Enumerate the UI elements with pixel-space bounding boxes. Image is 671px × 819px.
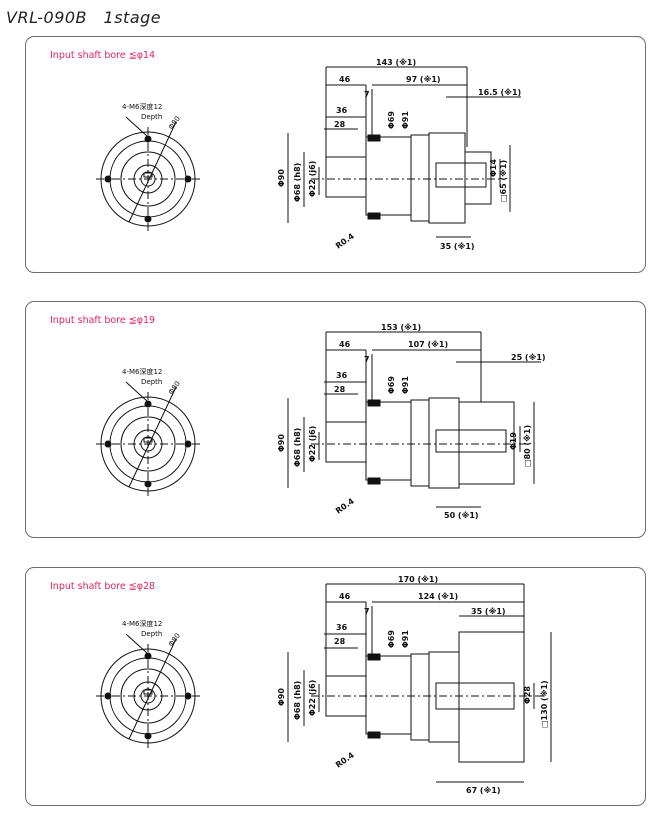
dim-97: 97 (※1) xyxy=(406,74,441,84)
dim-46: 46 xyxy=(339,75,351,84)
depth-label: Depth xyxy=(141,378,162,386)
depth-label: Depth xyxy=(141,630,162,638)
dim-radius: R0.4 xyxy=(334,750,356,769)
pcd-label: Φ80 xyxy=(167,115,182,131)
dim-square: □130 (※1) xyxy=(539,680,549,728)
dim-phi69: Φ69 xyxy=(387,376,396,394)
dim-phi22: Φ22 (j6) xyxy=(308,426,317,462)
dim-phi-bore: Φ19 xyxy=(509,432,518,450)
pcd-label: Φ80 xyxy=(167,632,182,648)
dim-total-length: 153 (※1) xyxy=(381,322,421,332)
dim-phi68: Φ68 (h8) xyxy=(293,428,302,467)
dim-28: 28 xyxy=(334,385,346,394)
dim-phi22: Φ22 (j6) xyxy=(308,161,317,197)
flange-side-view xyxy=(96,116,202,232)
drawing-panel-bore-19: Input shaft bore ≦φ19 xyxy=(25,301,646,538)
dim-square: □65 (※1) xyxy=(498,160,508,202)
panel-label: Input shaft bore ≦φ14 xyxy=(50,50,156,61)
bolt-note: 4-M6深度12 xyxy=(122,367,162,376)
technical-drawing: 4-M6深度12 Depth Φ80 143 (※1) 46 97 (※1) 7… xyxy=(96,57,521,251)
dim-phi-bore: Φ14 xyxy=(489,159,498,177)
dim-phi91: Φ91 xyxy=(401,376,410,394)
reducer-side-section xyxy=(287,583,552,783)
dim-7: 7 xyxy=(364,355,370,364)
dim-107: 107 (※1) xyxy=(408,339,448,349)
dim-28: 28 xyxy=(334,120,346,129)
drawing-panel-bore-28: Input shaft bore ≦φ28 xyxy=(25,567,646,806)
reducer-side-section xyxy=(287,66,521,238)
dim-36: 36 xyxy=(336,371,348,380)
bolt-note: 4-M6深度12 xyxy=(122,102,162,111)
dim-7: 7 xyxy=(364,607,370,616)
flange-side-view xyxy=(96,633,202,749)
dim-radius: R0.4 xyxy=(334,231,356,250)
technical-drawing: 4-M6深度12 Depth Φ80 153 (※1) 46 107 (※1) … xyxy=(96,322,546,520)
dim-phi22: Φ22 (j6) xyxy=(308,680,317,716)
reducer-side-section xyxy=(287,331,541,508)
dim-radius: R0.4 xyxy=(334,496,356,515)
dim-total-length: 170 (※1) xyxy=(398,574,438,584)
dim-phi90: Φ90 xyxy=(277,169,286,187)
dim-25: 25 (※1) xyxy=(511,352,546,362)
panel-label: Input shaft bore ≦φ19 xyxy=(50,315,156,326)
dim-total-length: 143 (※1) xyxy=(376,57,416,67)
dim-phi91: Φ91 xyxy=(401,111,410,129)
page-title: VRL-090B 1stage xyxy=(6,8,162,27)
dim-bottom: 50 (※1) xyxy=(444,510,479,520)
dim-bottom: 67 (※1) xyxy=(466,785,501,795)
dim-square: □80 (※1) xyxy=(522,425,532,467)
dim-16-5: 16.5 (※1) xyxy=(478,87,521,97)
dim-phi91: Φ91 xyxy=(401,630,410,648)
dim-phi68: Φ68 (h8) xyxy=(293,163,302,202)
dim-phi69: Φ69 xyxy=(387,111,396,129)
drawing-panel-bore-14: Input shaft bore ≦φ14 xyxy=(25,36,646,273)
dim-7: 7 xyxy=(364,90,370,99)
pcd-label: Φ80 xyxy=(167,380,182,396)
dim-46: 46 xyxy=(339,592,351,601)
bolt-note: 4-M6深度12 xyxy=(122,619,162,628)
dim-phi68: Φ68 (h8) xyxy=(293,681,302,720)
dim-46: 46 xyxy=(339,340,351,349)
dim-phi-bore: Φ28 xyxy=(523,686,532,704)
dim-36: 36 xyxy=(336,623,348,632)
technical-drawing: 4-M6深度12 Depth Φ80 170 (※1) 46 124 (※1) … xyxy=(96,574,552,795)
dim-36: 36 xyxy=(336,106,348,115)
dim-28: 28 xyxy=(334,637,346,646)
dim-35: 35 (※1) xyxy=(471,606,506,616)
dim-phi90: Φ90 xyxy=(277,688,286,706)
dim-124: 124 (※1) xyxy=(418,591,458,601)
dim-phi90: Φ90 xyxy=(277,434,286,452)
dim-phi69: Φ69 xyxy=(387,630,396,648)
depth-label: Depth xyxy=(141,113,162,121)
flange-side-view xyxy=(96,381,202,497)
panel-label: Input shaft bore ≦φ28 xyxy=(50,581,156,592)
dim-bottom: 35 (※1) xyxy=(440,241,475,251)
